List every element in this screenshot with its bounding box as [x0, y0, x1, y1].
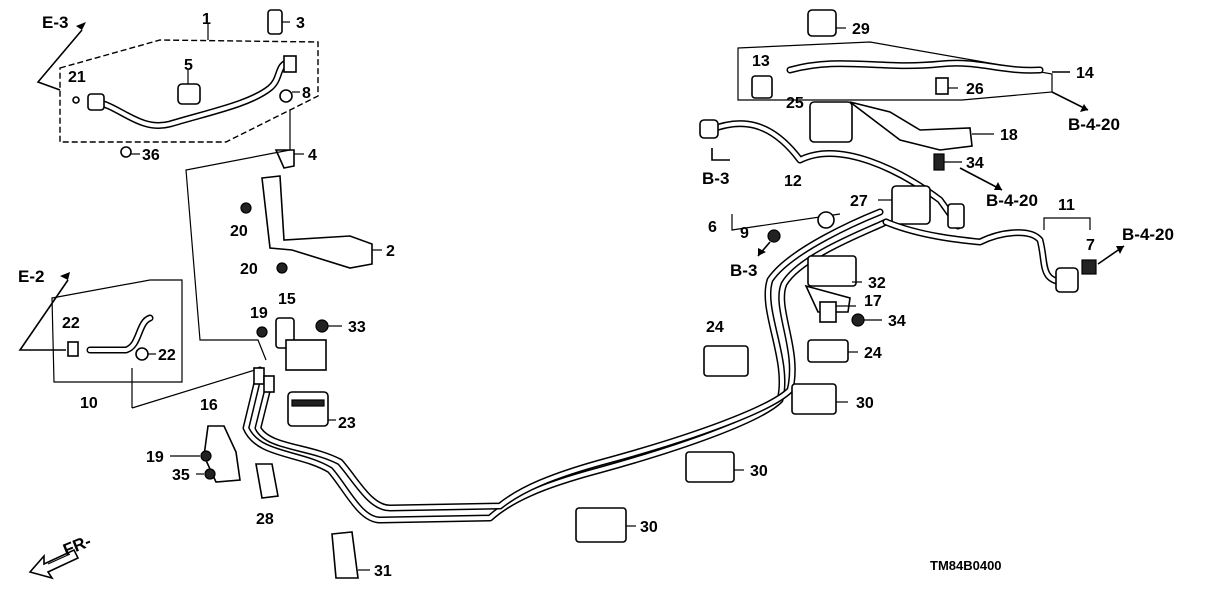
callout-26: 26 [966, 81, 984, 98]
group-part-11 [731, 185, 1125, 293]
leader-line-1 [185, 110, 291, 361]
callout-21: 21 [68, 69, 86, 86]
group-clips-right [575, 255, 882, 543]
callout-35: 35 [172, 467, 190, 484]
callout-16: 16 [200, 397, 218, 414]
callout-25: 25 [786, 95, 804, 112]
ref-b420-right: B-4-20 [1122, 225, 1174, 244]
callout-19b: 19 [146, 449, 164, 466]
callout-11: 11 [1058, 197, 1075, 214]
callout-24a: 24 [706, 319, 724, 336]
callout-22a: 22 [62, 315, 80, 332]
callout-30a: 30 [856, 395, 874, 412]
main-pipes [242, 208, 890, 524]
callout-34b: 34 [888, 313, 906, 330]
diagram-code: TM84B0400 [930, 558, 1002, 573]
callout-22b: 22 [158, 347, 176, 364]
ref-b3-lower: B-3 [730, 261, 757, 280]
callout-8: 8 [302, 85, 311, 102]
group-part-12 [699, 101, 1003, 230]
callout-17: 17 [864, 293, 882, 310]
callout-33: 33 [348, 319, 366, 336]
group-part-10 [18, 272, 256, 409]
callout-24b: 24 [864, 345, 882, 362]
callout-12: 12 [784, 173, 802, 190]
callout-13: 13 [752, 53, 770, 70]
callout-2: 2 [386, 243, 395, 260]
callout-31: 31 [374, 563, 392, 580]
group-part-15 [256, 317, 342, 427]
ref-b420-mid: B-4-20 [986, 191, 1038, 210]
ref-e2: E-2 [18, 267, 44, 286]
callout-28: 28 [256, 511, 274, 528]
group-part-1 [36, 9, 319, 158]
callout-1: 1 [202, 11, 211, 28]
front-direction-arrow [28, 548, 80, 580]
group-part-2 [240, 149, 382, 274]
callout-9: 9 [740, 225, 749, 242]
callout-34a: 34 [966, 155, 984, 172]
callout-19a: 19 [250, 305, 268, 322]
ref-b3-upper: B-3 [702, 169, 729, 188]
callout-15: 15 [278, 291, 296, 308]
group-part-16 [170, 425, 370, 579]
callout-20b: 20 [240, 261, 258, 278]
callout-36: 36 [142, 147, 160, 164]
callout-23: 23 [338, 415, 356, 432]
fr-label: FR- [60, 531, 93, 559]
callout-6: 6 [708, 219, 717, 236]
callout-5: 5 [184, 57, 193, 74]
callout-30b: 30 [750, 463, 768, 480]
group-part-14 [737, 9, 1089, 112]
callout-4: 4 [308, 147, 317, 164]
callout-7: 7 [1086, 237, 1095, 254]
callout-29: 29 [852, 21, 870, 38]
ref-e3: E-3 [42, 13, 68, 32]
callout-27: 27 [850, 193, 868, 210]
callout-30c: 30 [640, 519, 658, 536]
callout-14: 14 [1076, 65, 1094, 82]
callout-10: 10 [80, 395, 98, 412]
callout-20a: 20 [230, 223, 248, 240]
callout-18: 18 [1000, 127, 1018, 144]
callout-3: 3 [296, 15, 305, 32]
callout-32: 32 [868, 275, 886, 292]
ref-b420-top: B-4-20 [1068, 115, 1120, 134]
